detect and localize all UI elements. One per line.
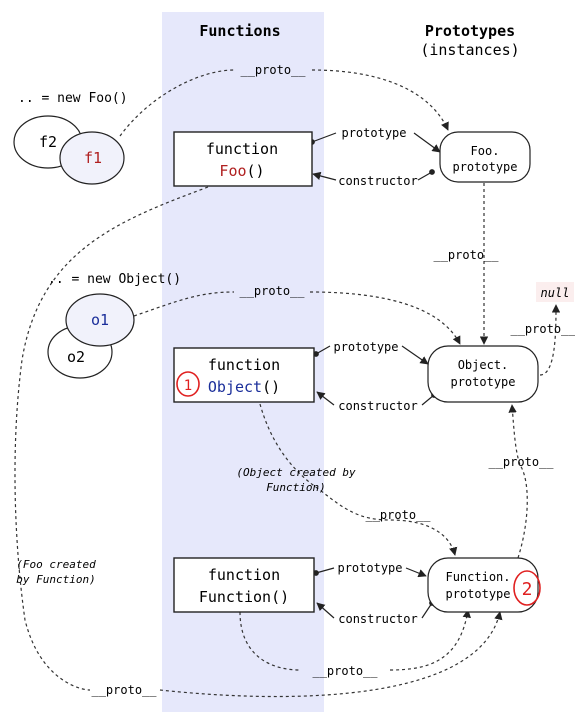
function-foo-box	[173, 131, 313, 187]
f2-label: f2	[39, 133, 57, 151]
proto-link-object-prototype	[539, 304, 561, 376]
notes: (Object created by Function) (Foo create…	[16, 466, 356, 586]
proto-label-function-self: __proto__	[312, 664, 378, 678]
function-foo-name: Foo()	[219, 162, 264, 180]
object-prototype-label: prototype	[333, 340, 398, 354]
annotation-number-2: 2	[522, 579, 533, 600]
proto-links	[14, 69, 561, 698]
function-constructor-label: constructor	[338, 612, 417, 626]
proto-label-object-function: __proto__	[365, 508, 431, 522]
foo-prototype-line2: prototype	[452, 160, 517, 174]
function-foo-keyword: function	[206, 140, 278, 158]
foo-constructor-label: constructor	[338, 174, 417, 188]
proto-label-f1: __proto__	[240, 63, 306, 77]
o2-label: o2	[67, 348, 85, 366]
proto-label-foo-function: __proto__	[91, 683, 157, 697]
function-object-box	[173, 347, 315, 403]
object-created-note-line2: Function)	[266, 481, 326, 494]
proto-label-foo-prototype: __proto__	[433, 248, 499, 262]
proto-link-o1	[133, 291, 460, 344]
proto-link-f1	[119, 69, 448, 136]
foo-prototype-label: prototype	[341, 126, 406, 140]
proto-link-function-prototype	[508, 404, 528, 559]
o1-instance	[65, 293, 135, 347]
foo-parens: ()	[247, 162, 265, 180]
new-foo-label: .. = new Foo()	[18, 91, 128, 106]
new-object-label: .. = new Object()	[48, 272, 181, 287]
function-function-box	[173, 557, 315, 613]
proto-link-foo-function	[14, 186, 500, 698]
annotation-number-1: 1	[184, 378, 192, 394]
prototype-constructor-links	[312, 132, 440, 619]
foo-constructor-link	[313, 172, 432, 180]
proto-link-object-function	[259, 403, 458, 556]
object-parens: ()	[262, 378, 280, 396]
heading-instances: (instances)	[420, 41, 519, 59]
link-labels: prototype constructor prototype construc…	[333, 126, 417, 626]
function-function-keyword: function	[208, 566, 280, 584]
object-name: Object	[208, 378, 262, 396]
annotation-circle-1	[176, 371, 200, 397]
function-prototype-box	[427, 557, 539, 613]
function-prototype-label: prototype	[337, 561, 402, 575]
object-prototype-line1: Object.	[458, 358, 509, 372]
annotation-circle-2	[513, 570, 541, 606]
function-object-name: Object()	[208, 378, 280, 396]
function-function-name: Function()	[199, 588, 289, 606]
function-prototype-link	[316, 568, 426, 576]
foo-prototype-box	[439, 131, 531, 183]
proto-label-object-prototype: __proto__	[510, 322, 575, 336]
heading-prototypes: Prototypes	[425, 22, 515, 40]
function-prototype-line1: Function.	[445, 570, 510, 584]
o1-label: o1	[91, 311, 109, 329]
foo-created-note-line2: by Function)	[16, 573, 95, 586]
foo-name: Foo	[219, 162, 246, 180]
heading-functions: Functions	[199, 22, 280, 40]
function-prototype-line2: prototype	[445, 587, 510, 601]
object-constructor-label: constructor	[338, 399, 417, 413]
proto-labels: __proto__ __proto__ __proto__ __proto__ …	[91, 63, 575, 697]
null-background	[536, 282, 574, 302]
object-prototype-link	[316, 345, 428, 364]
proto-link-function-self	[239, 610, 468, 671]
function-constructor-link	[317, 603, 432, 619]
object-prototype-box	[427, 345, 539, 403]
foo-prototype-link	[312, 132, 440, 152]
foo-prototype-line1: Foo.	[471, 144, 500, 158]
f1-instance	[59, 131, 125, 185]
null-label: null	[541, 286, 570, 300]
foo-created-note-line1: (Foo created	[16, 558, 96, 571]
f1-label: f1	[84, 149, 102, 167]
object-created-note-line1: (Object created by	[236, 466, 356, 479]
function-object-keyword: function	[208, 356, 280, 374]
proto-label-o1: __proto__	[239, 284, 305, 298]
object-prototype-line2: prototype	[450, 375, 515, 389]
object-constructor-link	[317, 392, 434, 406]
proto-label-function-prototype: __proto__	[488, 455, 554, 469]
